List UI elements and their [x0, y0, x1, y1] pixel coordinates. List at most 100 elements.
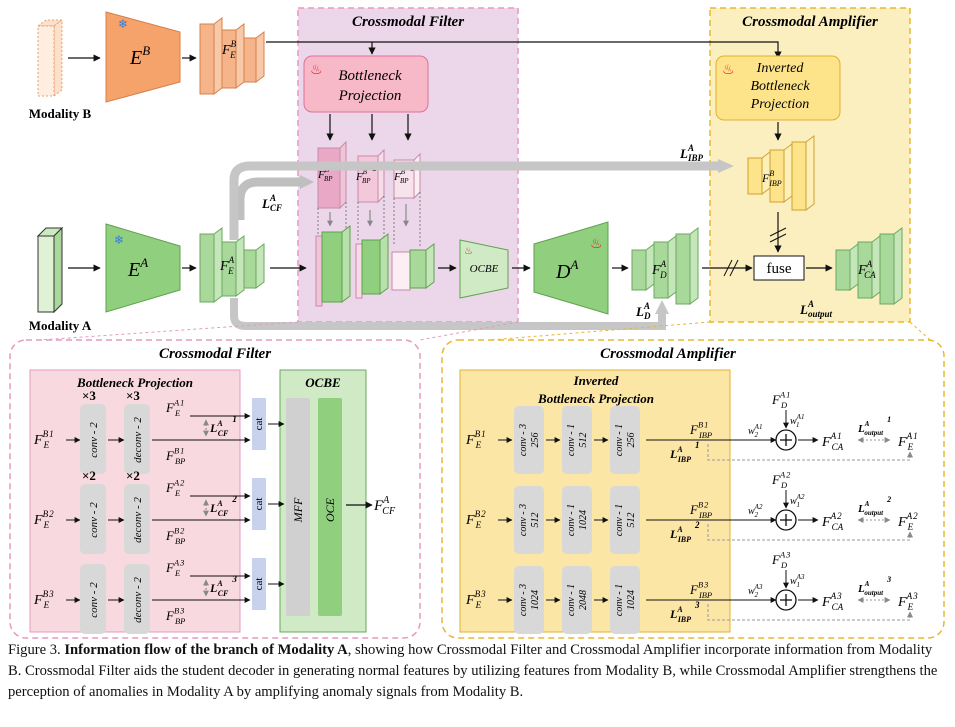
bottleneck-projection — [303, 55, 429, 113]
svg-text:deconv - 2: deconv - 2 — [132, 577, 144, 623]
svg-text:OCE: OCE — [323, 497, 337, 522]
cat-block — [252, 478, 266, 530]
cat-features — [315, 225, 435, 307]
svg-text:cat: cat — [253, 578, 265, 591]
svg-text:Bottleneck Projection: Bottleneck Projection — [537, 391, 654, 406]
svg-text:fuse: fuse — [767, 261, 792, 277]
svg-text:1024: 1024 — [626, 590, 637, 610]
ibp-panel — [459, 369, 731, 633]
ocbe-block — [459, 239, 509, 299]
svg-text:MFF: MFF — [291, 497, 305, 523]
conv-block — [610, 566, 640, 634]
svg-text:conv - 1: conv - 1 — [566, 584, 577, 616]
mff-block — [286, 398, 310, 616]
crossmodal-amplifier-title: Crossmodal Amplifier — [742, 14, 878, 30]
svg-text:EA: EA — [127, 255, 148, 281]
modality-a-label: Modality A — [29, 318, 92, 333]
svg-text:OCBE: OCBE — [305, 375, 341, 390]
deconv-block — [124, 484, 150, 554]
svg-text:EB: EB — [129, 43, 150, 69]
svg-text:1024: 1024 — [530, 590, 541, 610]
svg-text:512: 512 — [578, 433, 589, 448]
svg-text:512: 512 — [626, 513, 637, 528]
feature-d-a — [631, 227, 699, 305]
svg-text:conv - 1: conv - 1 — [566, 504, 577, 536]
conv-block — [610, 406, 640, 474]
deconv-block — [124, 404, 150, 474]
snowflake-icon: ❄ — [118, 17, 128, 31]
svg-text:×3: ×3 — [82, 388, 96, 403]
svg-text:cat: cat — [253, 418, 265, 431]
conv-block — [514, 566, 544, 634]
flame-icon: ♨ — [464, 246, 473, 257]
svg-text:Bottleneck: Bottleneck — [750, 79, 810, 94]
bottom-amplifier-title: Crossmodal Amplifier — [600, 346, 736, 362]
cat-block — [252, 398, 266, 450]
svg-text:512: 512 — [530, 513, 541, 528]
svg-text:Projection: Projection — [338, 88, 402, 104]
fuse-block — [753, 255, 805, 281]
svg-text:×2: ×2 — [126, 468, 140, 483]
svg-text:conv - 1: conv - 1 — [614, 424, 625, 456]
svg-text:Bottleneck: Bottleneck — [338, 68, 402, 84]
svg-text:Bottleneck Projection: Bottleneck Projection — [76, 375, 193, 390]
svg-text:conv - 3: conv - 3 — [518, 424, 529, 456]
figure-caption: Figure 3. Information flow of the branch… — [8, 642, 938, 700]
feature-ca — [835, 227, 903, 305]
svg-text:conv - 3: conv - 3 — [518, 584, 529, 616]
feature-e-a — [199, 227, 265, 303]
svg-text:conv - 2: conv - 2 — [88, 422, 100, 458]
conv-block — [562, 406, 592, 474]
encoder-b — [105, 11, 181, 103]
flame-icon: ♨ — [722, 62, 735, 78]
svg-text:256: 256 — [626, 433, 637, 448]
svg-text:deconv - 2: deconv - 2 — [132, 497, 144, 543]
svg-text:FBE: FBE — [221, 39, 237, 60]
figure: Crossmodal Filter Crossmodal Amplifier M… — [9, 7, 945, 639]
snowflake-icon: ❄ — [114, 233, 124, 247]
svg-text:cat: cat — [253, 498, 265, 511]
svg-text:conv - 3: conv - 3 — [518, 504, 529, 536]
inverted-bottleneck-projection — [715, 55, 841, 121]
modality-b-label: Modality B — [29, 106, 92, 121]
decoder-a — [533, 221, 609, 315]
conv-block — [562, 486, 592, 554]
conv-block — [514, 406, 544, 474]
svg-text:conv - 1: conv - 1 — [614, 504, 625, 536]
svg-text:×2: ×2 — [82, 468, 96, 483]
conv-block — [610, 486, 640, 554]
feature-e-b — [199, 17, 265, 95]
cat-block — [252, 558, 266, 610]
